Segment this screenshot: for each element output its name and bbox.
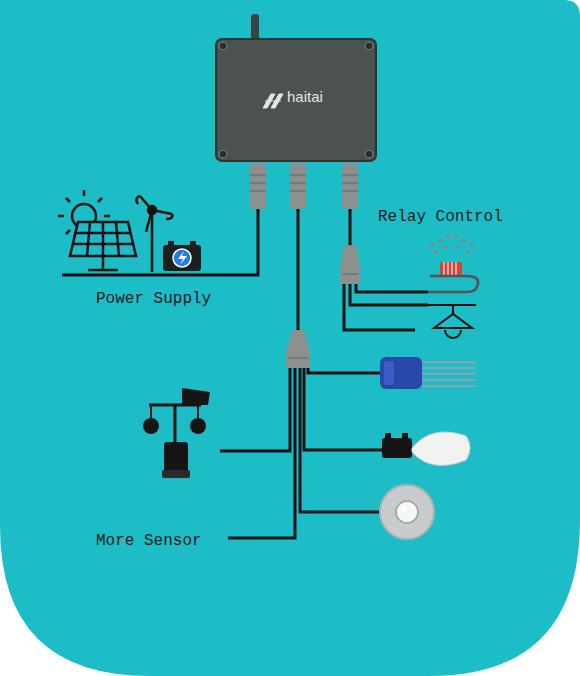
wind-turbine-icon	[140, 196, 172, 232]
battery-icon	[178, 251, 187, 265]
screw	[365, 42, 373, 50]
solar-panel-icon	[58, 190, 136, 270]
light-sensor-icon	[401, 506, 407, 512]
black-cable	[344, 283, 415, 330]
relay-valve-icon	[428, 276, 478, 292]
logo-mark	[263, 94, 283, 108]
relay-valve-icon	[447, 236, 450, 239]
anemometer-icon	[182, 388, 210, 405]
section-label: Relay Control	[378, 208, 503, 226]
leaf-sensor-icon	[382, 432, 470, 465]
soil-sensor-icon	[380, 357, 422, 389]
cable-connector	[250, 175, 358, 191]
anemometer-icon	[143, 418, 159, 434]
black-cable	[62, 209, 428, 538]
anemometer-icon	[151, 405, 198, 418]
solar-panel-icon	[88, 256, 118, 270]
cable-connector	[250, 163, 266, 209]
lamp-icon	[452, 305, 454, 314]
soil-sensor-icon	[380, 357, 476, 389]
relay-valve-icon	[455, 236, 458, 239]
cable-splitter	[288, 274, 358, 358]
cable-connector	[250, 163, 358, 209]
relay-valve-icon	[463, 239, 466, 242]
wind-turbine-icon	[151, 212, 154, 272]
leaf-sensor-icon	[412, 432, 470, 465]
section-label: More Sensor	[96, 532, 202, 550]
solar-panel-icon	[72, 222, 134, 256]
black-cable	[349, 209, 352, 247]
relay-valve-icon	[439, 239, 442, 242]
relay-valve-icon	[471, 244, 474, 247]
black-cable	[220, 368, 290, 451]
cable-splitter	[286, 245, 360, 368]
black-cable	[308, 368, 380, 373]
leaf-sensor-icon	[402, 433, 408, 439]
battery-icon	[190, 241, 196, 246]
cable-splitter	[340, 245, 360, 284]
relay-valve-icon	[431, 244, 434, 247]
soil-sensor-icon	[384, 361, 394, 385]
screw	[219, 150, 227, 158]
black-cable	[228, 368, 295, 538]
anemometer-icon	[162, 470, 190, 478]
gateway-box: haitai	[215, 38, 377, 162]
light-sensor-icon	[396, 501, 418, 523]
lamp-icon	[445, 330, 461, 338]
cable-connector	[290, 163, 306, 209]
battery-icon	[173, 249, 191, 267]
cable-connector	[342, 163, 358, 209]
relay-valve-icon	[444, 262, 456, 276]
lamp-icon	[434, 314, 472, 328]
black-cable	[304, 368, 382, 450]
black-cable	[350, 283, 428, 305]
relay-valve-icon	[428, 236, 478, 293]
light-sensor-icon	[380, 485, 434, 539]
leaf-sensor-icon	[385, 433, 391, 439]
anemometer-icon	[190, 418, 206, 434]
solar-panel-icon	[70, 222, 136, 256]
brand-name: haitai	[287, 88, 369, 105]
relay-valve-icon	[467, 251, 470, 254]
black-cable	[356, 283, 428, 292]
battery-icon	[163, 241, 201, 271]
leaf-sensor-icon	[382, 438, 412, 458]
black-cable	[300, 368, 380, 512]
black-cable	[297, 209, 300, 332]
wind-turbine-icon	[136, 196, 172, 219]
cable-splitter	[286, 330, 310, 368]
battery-icon	[168, 241, 174, 246]
light-sensor-icon	[380, 485, 434, 539]
relay-valve-icon	[445, 246, 448, 249]
lamp-icon	[428, 305, 476, 338]
screw	[365, 150, 373, 158]
screw	[219, 42, 227, 50]
relay-valve-icon	[457, 246, 460, 249]
relay-valve-icon	[435, 251, 438, 254]
relay-valve-icon	[431, 236, 474, 254]
anemometer-icon	[143, 388, 210, 478]
battery-icon	[163, 245, 201, 271]
black-cable	[62, 209, 258, 275]
soil-sensor-icon	[422, 362, 476, 386]
section-label: Power Supply	[96, 290, 211, 308]
relay-valve-icon	[440, 262, 462, 276]
